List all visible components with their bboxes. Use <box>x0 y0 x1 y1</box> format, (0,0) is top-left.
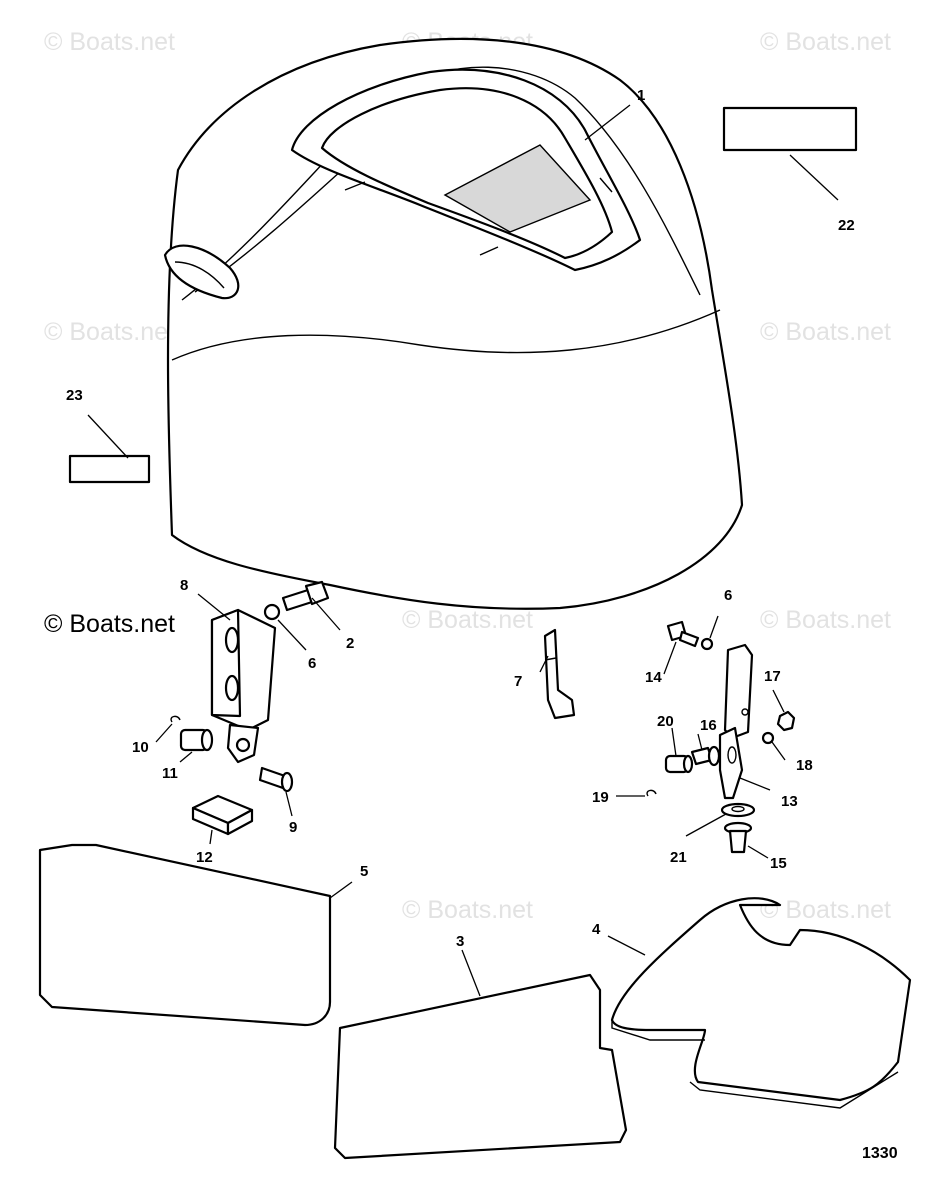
seal-panel-part-4 <box>610 897 912 1109</box>
bracket-part-13 <box>718 643 754 800</box>
callout-22: 22 <box>838 217 855 234</box>
callout-8: 8 <box>180 577 188 594</box>
callout-14: 14 <box>645 669 662 686</box>
callout-4: 4 <box>592 921 601 938</box>
figure-number: 1330 <box>862 1145 898 1162</box>
spacer-part-11 <box>179 728 214 752</box>
pad-part-12 <box>191 794 254 836</box>
seal-panel-part-3 <box>333 973 628 1160</box>
callout-21: 21 <box>670 849 687 866</box>
callout-18: 18 <box>796 757 813 774</box>
washer-part-6 <box>263 603 281 621</box>
callout-10: 10 <box>132 739 149 756</box>
clip-part-10 <box>170 715 181 723</box>
bracket-part-8 <box>210 608 277 764</box>
washer-part-21 <box>720 802 756 818</box>
clip-part-19 <box>646 789 657 797</box>
callout-9: 9 <box>289 819 297 836</box>
watermark: © Boats.net <box>760 896 891 924</box>
watermark: © Boats.net <box>760 318 891 346</box>
callout-19: 19 <box>592 789 609 806</box>
bolt-part-2 <box>281 580 330 612</box>
spacer-part-20 <box>664 754 694 774</box>
bumper-part-15 <box>723 821 753 854</box>
callout-2: 2 <box>346 635 354 652</box>
watermark: © Boats.net <box>402 896 533 924</box>
callout-3: 3 <box>456 933 464 950</box>
callout-15: 15 <box>770 855 787 872</box>
callout-5: 5 <box>360 863 368 880</box>
callout-6: 6 <box>724 587 732 604</box>
seal-panel-part-5 <box>38 843 332 1027</box>
callout-labels: 1 22 23 8 2 6 10 11 9 12 7 6 14 17 18 13… <box>66 87 855 950</box>
callout-17: 17 <box>764 668 781 685</box>
callout-11: 11 <box>162 765 178 782</box>
shoulder-bolt-part-16 <box>690 745 721 767</box>
callout-7: 7 <box>514 673 522 690</box>
callout-6: 6 <box>308 655 316 672</box>
pin-part-9 <box>258 766 294 793</box>
callout-20: 20 <box>657 713 674 730</box>
washer-part-18 <box>761 731 775 745</box>
watermark: © Boats.net <box>760 606 891 634</box>
watermark: © Boats.net <box>760 28 891 56</box>
watermark: © Boats.net <box>44 318 175 346</box>
callout-13: 13 <box>781 793 798 810</box>
callout-23: 23 <box>66 387 83 404</box>
watermark: © Boats.net <box>44 28 175 56</box>
top-cowl-part <box>163 37 744 610</box>
decal-22 <box>722 106 858 152</box>
callout-1: 1 <box>637 87 645 104</box>
bolt-part-14 <box>666 620 700 648</box>
copyright-label: © Boats.net <box>44 610 175 638</box>
callout-12: 12 <box>196 849 213 866</box>
decal-23 <box>68 454 151 484</box>
latch-part-7 <box>543 628 576 720</box>
watermark: © Boats.net <box>402 606 533 634</box>
callout-16: 16 <box>700 717 717 734</box>
washer-part-6 <box>700 637 714 651</box>
nut-part-17 <box>776 710 796 732</box>
leader-lines <box>87 104 839 997</box>
